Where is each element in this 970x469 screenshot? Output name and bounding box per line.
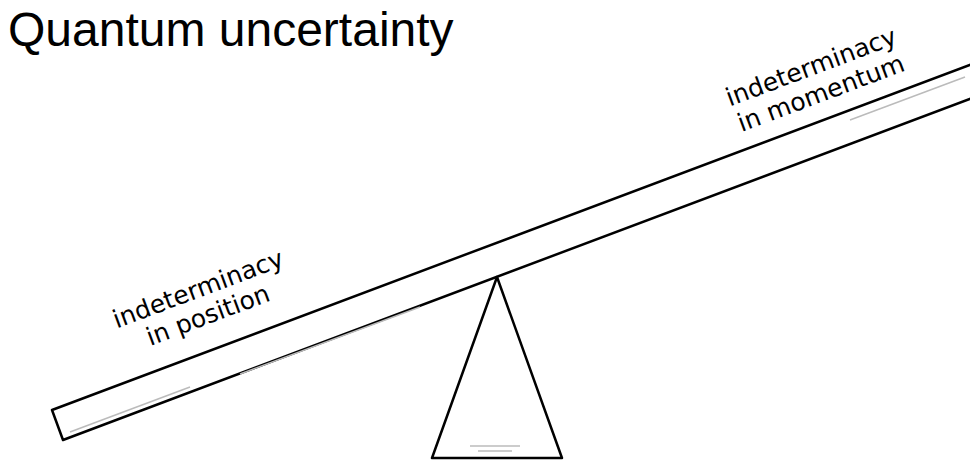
plank-shading — [240, 307, 420, 374]
slide-title: Quantum uncertainty — [8, 2, 454, 57]
fulcrum-shading — [478, 450, 512, 452]
plank-shading — [70, 387, 190, 432]
fulcrum-shading — [470, 445, 520, 447]
fulcrum-triangle — [432, 277, 562, 458]
